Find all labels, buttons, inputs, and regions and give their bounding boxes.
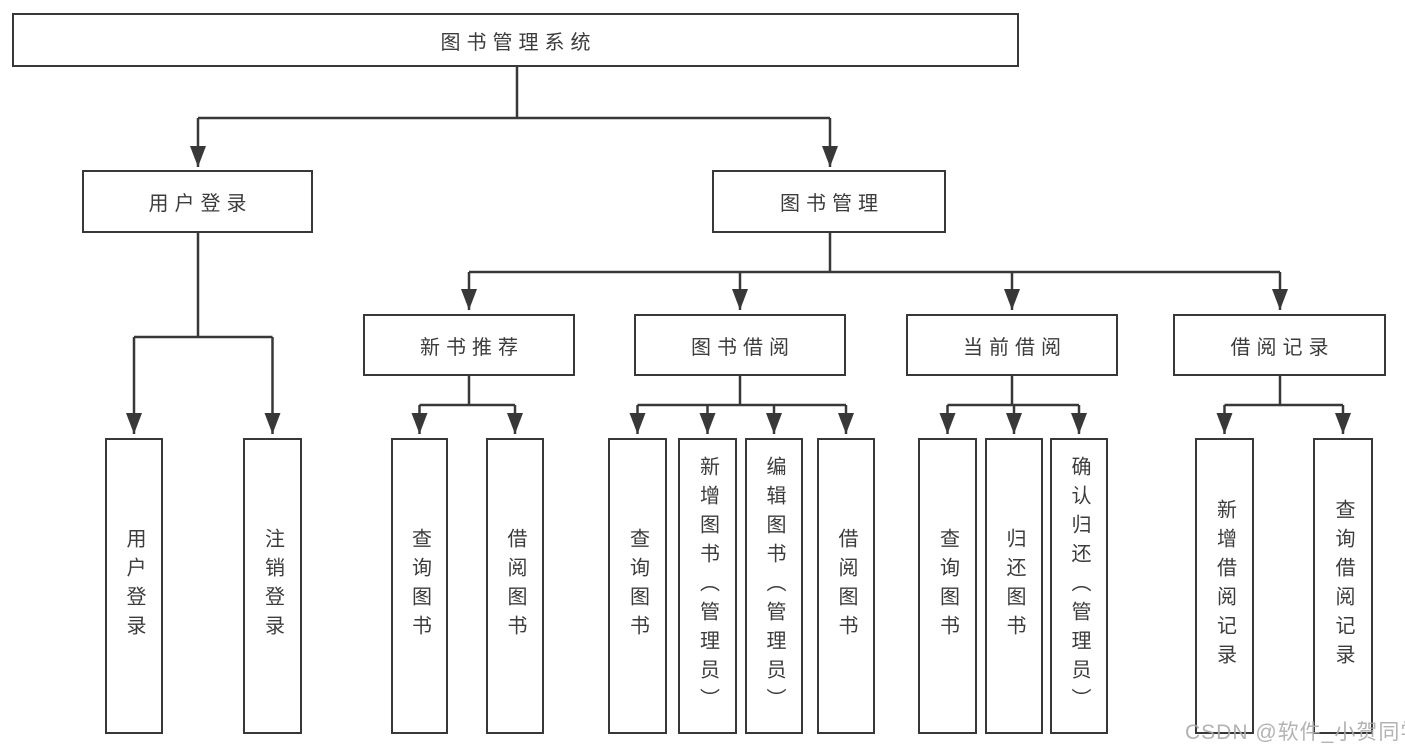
- leaf-user-login-label: 用户登录: [123, 528, 145, 644]
- node-current-borrowing-label: 当前借阅: [963, 336, 1067, 359]
- node-book-borrowing: 图书借阅: [634, 314, 846, 376]
- leaf-record-add-record: 新增借阅记录: [1195, 438, 1254, 734]
- connector-newbook-trunk: [419, 376, 515, 407]
- node-user-login-label: 用户登录: [148, 193, 253, 215]
- node-user-login: 用户登录: [82, 170, 313, 233]
- node-book-management: 图书管理: [712, 170, 946, 233]
- leaf-borrow-query-books: 查询图书: [608, 438, 667, 734]
- node-book-management-label: 图书管理: [780, 193, 884, 215]
- leaf-record-add-record-label: 新增借阅记录: [1213, 499, 1236, 673]
- root-node: 图书管理系统: [12, 13, 1019, 67]
- root-node-label: 图书管理系统: [440, 31, 597, 54]
- leaf-borrow-edit-books-admin-label: 编辑图书（管理员）: [763, 455, 785, 717]
- node-new-book-recommendation: 新书推荐: [363, 314, 575, 376]
- node-book-borrowing-label: 图书借阅: [691, 336, 795, 359]
- watermark: CSDN @软件_小贺同学: [1185, 721, 1405, 744]
- leaf-user-login: 用户登录: [105, 438, 163, 734]
- node-borrowing-records-label: 借阅记录: [1230, 336, 1335, 359]
- leaf-borrow-edit-books-admin: 编辑图书（管理员）: [745, 438, 803, 734]
- leaf-current-return-books-label: 归还图书: [1003, 528, 1025, 644]
- leaf-borrow-query-books-label: 查询图书: [626, 528, 649, 644]
- leaf-borrow-add-books-admin-label: 新增图书（管理员）: [696, 455, 719, 717]
- connector-record-trunk: [1224, 376, 1343, 407]
- leaf-newbook-query-books-label: 查询图书: [408, 528, 431, 644]
- leaf-logout: 注销登录: [243, 438, 302, 734]
- connector-borrow-trunk: [637, 376, 846, 407]
- leaf-current-confirm-return-admin: 确认归还（管理员）: [1050, 438, 1108, 734]
- leaf-current-confirm-return-admin-label: 确认归还（管理员）: [1068, 455, 1090, 717]
- leaf-newbook-borrow-books-label: 借阅图书: [504, 528, 526, 644]
- connector-mgmt-trunk: [469, 233, 1280, 274]
- leaf-current-query-books-label: 查询图书: [936, 528, 959, 644]
- connector-current-trunk: [947, 376, 1079, 407]
- connector-login-trunk: [134, 233, 273, 339]
- leaf-logout-label: 注销登录: [261, 528, 284, 644]
- leaf-borrow-borrow-books: 借阅图书: [817, 438, 875, 734]
- leaf-newbook-borrow-books: 借阅图书: [486, 438, 544, 734]
- node-current-borrowing: 当前借阅: [906, 314, 1118, 376]
- leaf-current-return-books: 归还图书: [985, 438, 1043, 734]
- leaf-current-query-books: 查询图书: [918, 438, 977, 734]
- node-borrowing-records: 借阅记录: [1173, 314, 1386, 376]
- leaf-record-query-record-label: 查询借阅记录: [1332, 499, 1354, 673]
- node-new-book-recommendation-label: 新书推荐: [420, 336, 524, 359]
- leaf-record-query-record: 查询借阅记录: [1313, 438, 1373, 734]
- connector-root-trunk: [198, 66, 830, 120]
- leaf-borrow-borrow-books-label: 借阅图书: [835, 528, 857, 644]
- leaf-newbook-query-books: 查询图书: [391, 438, 448, 734]
- leaf-borrow-add-books-admin: 新增图书（管理员）: [678, 438, 737, 734]
